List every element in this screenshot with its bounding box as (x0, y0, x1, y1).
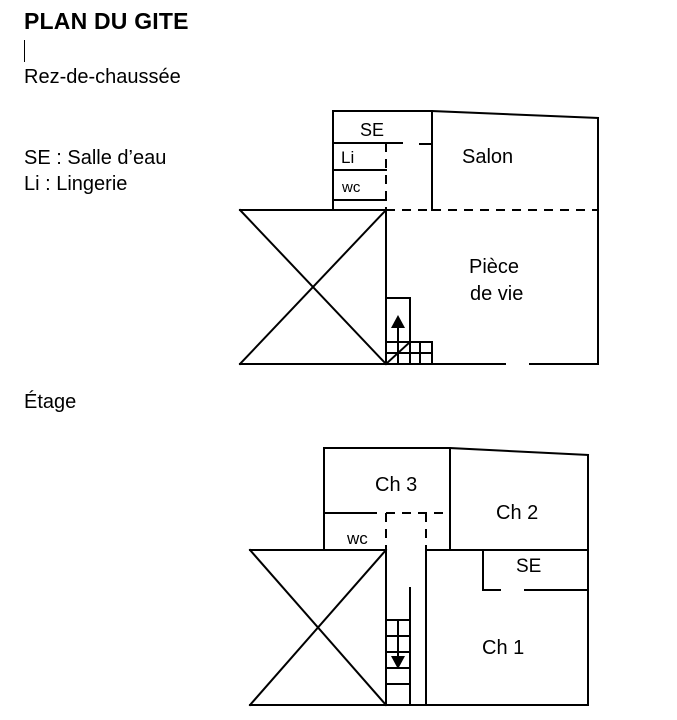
stairs-up-arrow-icon (391, 315, 405, 328)
room-se: SE (516, 556, 541, 577)
room-se: SE (360, 120, 384, 140)
room-ch2: Ch 2 (496, 502, 538, 524)
text-cursor (24, 40, 25, 62)
room-wc: wc (346, 529, 368, 548)
page-title: PLAN DU GITE (24, 8, 189, 34)
room-wc: wc (341, 179, 361, 196)
room-li: Li (341, 148, 354, 167)
room-salon: Salon (462, 146, 513, 168)
room-ch3: Ch 3 (375, 474, 417, 496)
ground-floor-heading: Rez-de-chaussée (24, 66, 181, 88)
legend-li: Li : Lingerie (24, 173, 128, 195)
room-piece-de-vie-line2: de vie (470, 283, 523, 305)
legend-se: SE : Salle d’eau (24, 147, 167, 169)
stairs-down-arrow-icon (391, 656, 405, 669)
room-piece-de-vie-line1: Pièce (469, 256, 519, 278)
upper-floor-heading: Étage (24, 391, 77, 413)
room-ch1: Ch 1 (482, 637, 524, 659)
